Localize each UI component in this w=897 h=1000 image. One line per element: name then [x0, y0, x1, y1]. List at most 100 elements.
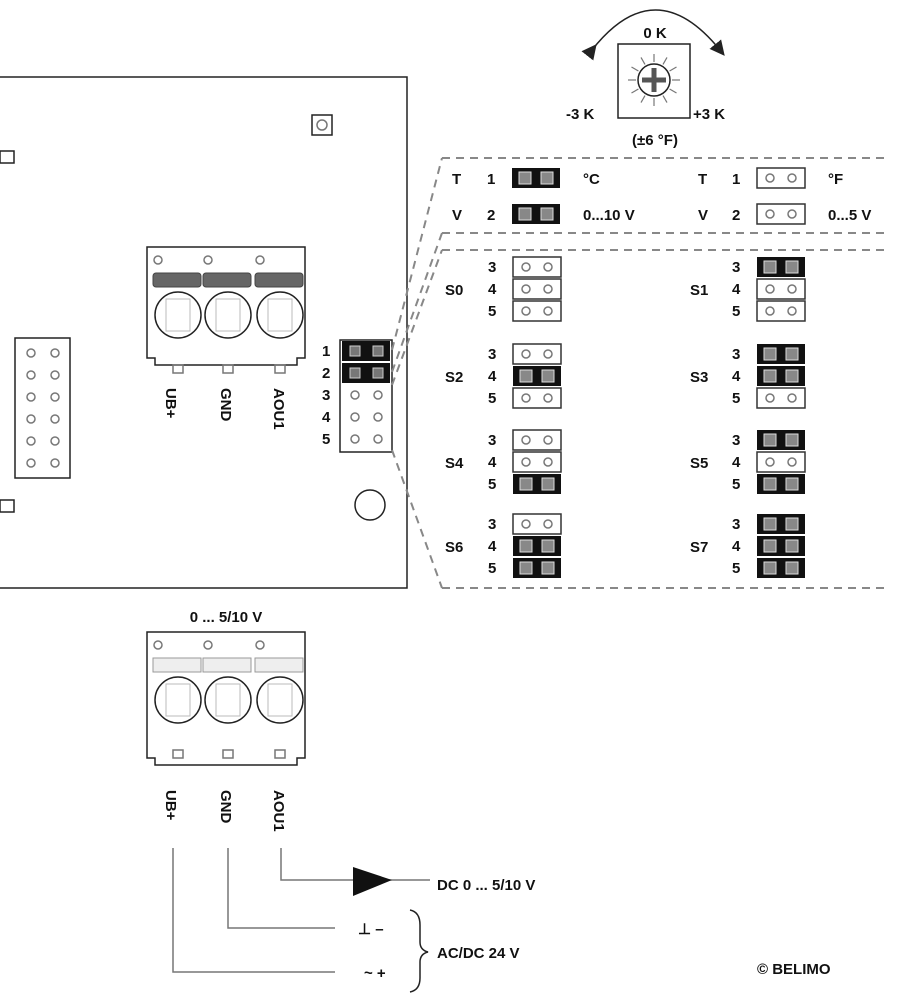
setting-pin-label: 3 [488, 259, 496, 276]
pin [763, 517, 777, 531]
pin [543, 393, 553, 403]
output-signal-label: DC 0 ... 5/10 V [437, 877, 535, 894]
pin [787, 457, 797, 467]
pin [518, 207, 532, 221]
setting-label: S2 [445, 369, 463, 386]
setting-pin-label: 5 [732, 476, 740, 493]
setting-pin-label: 4 [488, 538, 497, 555]
pin [543, 284, 553, 294]
pin [50, 436, 60, 446]
pin [763, 561, 777, 575]
setting-pin-label: 5 [732, 303, 740, 320]
pin [765, 173, 775, 183]
terminal-screw [204, 676, 252, 724]
terminal-release-tab [254, 657, 304, 673]
terminal-slot [267, 298, 293, 332]
pin [765, 284, 775, 294]
pin [765, 209, 775, 219]
knob-range-label: (±6 °F) [632, 132, 678, 149]
jumper-open [756, 300, 806, 322]
setting-pin-label: 4 [488, 281, 497, 298]
knob-plus-label: +3 K [693, 106, 725, 123]
setting-pin-label: 5 [732, 390, 740, 407]
terminal-led [203, 640, 213, 650]
jumper-open [512, 256, 562, 278]
mode-option-label: °C [583, 171, 600, 188]
pin [50, 370, 60, 380]
jumper-open [512, 343, 562, 365]
pin [785, 477, 799, 491]
setting-pin-label: 5 [488, 390, 496, 407]
terminal-screw [256, 291, 304, 339]
pin [765, 393, 775, 403]
setting-pin-label: 4 [732, 281, 741, 298]
setting-pin-label: 5 [488, 476, 496, 493]
mode-pin: 1 [487, 171, 495, 188]
pin-header [14, 337, 71, 479]
knob-center-label: 0 K [643, 25, 667, 42]
board-terminal-label: GND [217, 388, 234, 422]
board-jumper-header [339, 339, 393, 453]
pin [541, 561, 555, 575]
pin [785, 260, 799, 274]
setting-label: S3 [690, 369, 708, 386]
pin [350, 390, 360, 400]
pin [26, 414, 36, 424]
offset-knob: 0 K -3 K +3 K (±6 °F) [566, 9, 725, 149]
pin [521, 349, 531, 359]
pin [543, 349, 553, 359]
terminal-led [203, 255, 213, 265]
pin [373, 390, 383, 400]
mode-option-label: 0...5 V [828, 207, 871, 224]
pin [26, 370, 36, 380]
terminal-slot [165, 298, 191, 332]
pin [763, 539, 777, 553]
potentiometer-icon [637, 63, 671, 97]
jumper-open [756, 387, 806, 409]
pin [543, 435, 553, 445]
board-terminal-label: UB+ [162, 388, 179, 419]
pin [350, 412, 360, 422]
setting-label: S7 [690, 539, 708, 556]
jumper-open [512, 387, 562, 409]
pin [50, 392, 60, 402]
pin [373, 434, 383, 444]
mode-pin: 2 [487, 207, 495, 224]
jumper-open [756, 203, 806, 225]
pin [518, 171, 532, 185]
setting-pin-label: 5 [488, 303, 496, 320]
mode-letter: T [698, 171, 707, 188]
brace [409, 909, 429, 993]
terminal-release-tab [152, 657, 202, 673]
output-arrow-icon [353, 867, 392, 896]
pin [785, 561, 799, 575]
pin [349, 367, 361, 379]
output-terminal-block: 0 ... 5/10 V UB+ GND AOU1 [146, 609, 306, 832]
jumper-open [756, 278, 806, 300]
pin [519, 539, 533, 553]
pin [543, 306, 553, 316]
terminal-pin [222, 364, 234, 374]
setting-pin-label: 4 [732, 538, 741, 555]
terminal-screw [204, 291, 252, 339]
pin [785, 369, 799, 383]
terminal-led [153, 255, 163, 265]
pin [543, 262, 553, 272]
pin [519, 561, 533, 575]
pin [785, 539, 799, 553]
pin [540, 171, 554, 185]
terminal-led [255, 640, 265, 650]
setting-pin-label: 5 [488, 560, 496, 577]
terminal-release-tab [202, 657, 252, 673]
pin [765, 457, 775, 467]
pin [763, 369, 777, 383]
terminal-slot [165, 683, 191, 717]
terminal-screw [154, 291, 202, 339]
